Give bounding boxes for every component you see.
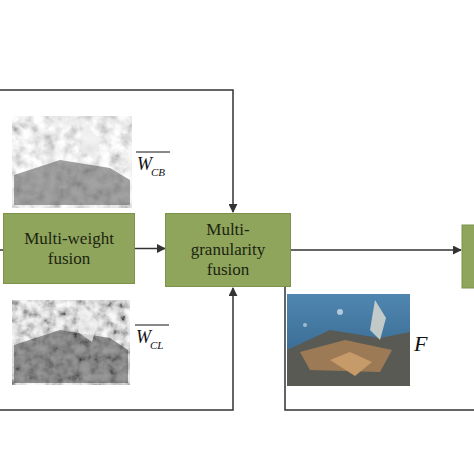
- process-box: [462, 225, 474, 288]
- weight-map-image: [12, 116, 132, 208]
- image-label: CL: [150, 339, 163, 351]
- image-label: F: [414, 331, 427, 357]
- fused-underwater-image: [287, 294, 410, 386]
- box-label: Multi-weight fusion: [4, 229, 134, 269]
- weight-map-image: [12, 300, 130, 385]
- box-label: Multi-granularity fusion: [166, 220, 290, 280]
- flow-line: [0, 90, 474, 410]
- overline-mark: [136, 152, 170, 153]
- overline-mark: [135, 325, 169, 326]
- process-box: Multi-weight fusion: [3, 213, 135, 284]
- image-label: W: [136, 327, 151, 348]
- process-box: Multi-granularity fusion: [165, 213, 291, 287]
- image-label: CB: [151, 166, 165, 178]
- flow-arrow: [135, 248, 165, 250]
- image-label: W: [137, 154, 152, 175]
